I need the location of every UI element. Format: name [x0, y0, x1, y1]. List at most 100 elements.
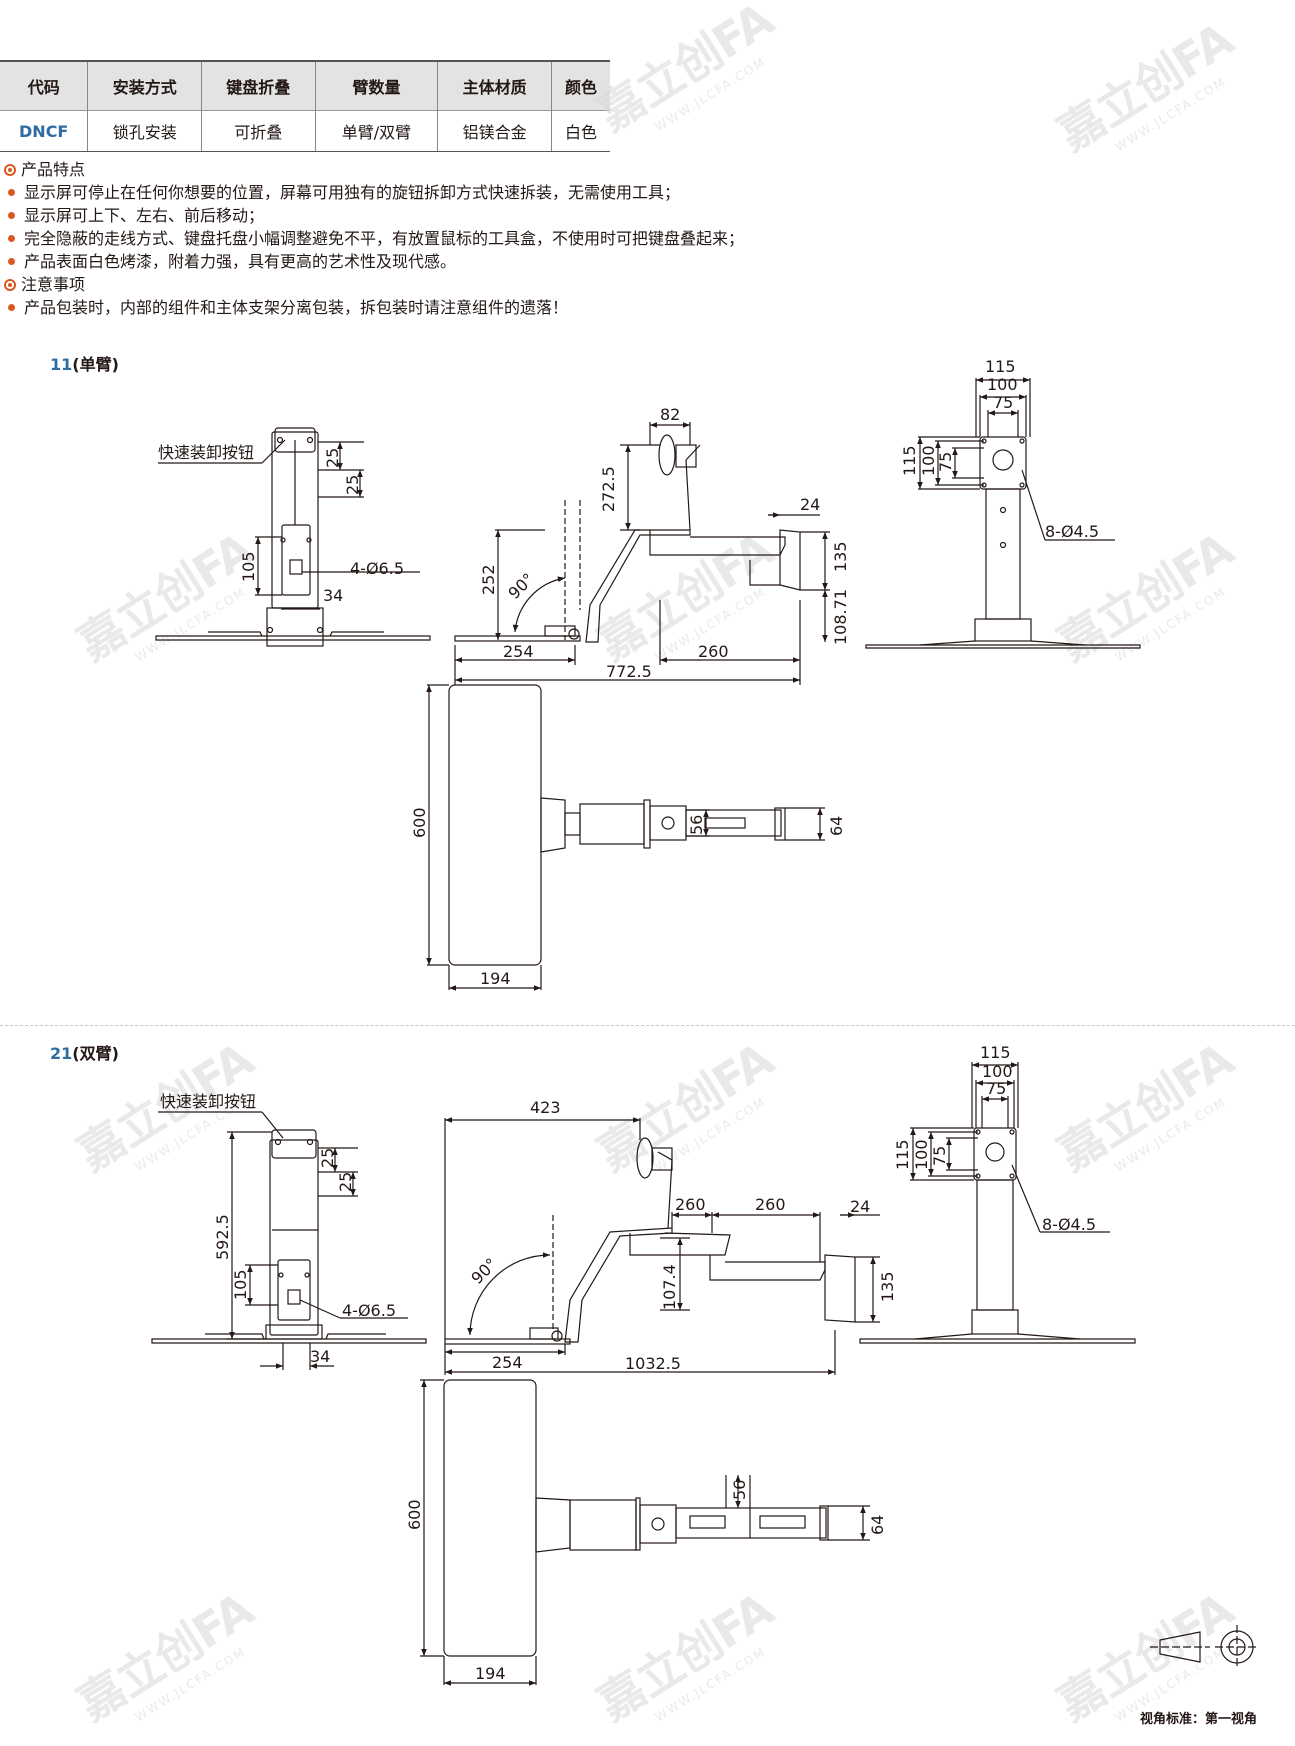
dim-115: 115 [985, 357, 1016, 376]
dim-75-vertical: 75 [930, 1146, 949, 1166]
dim-75: 75 [993, 393, 1013, 412]
dim-25: 25 [318, 1148, 337, 1168]
leader-line [299, 1299, 341, 1319]
dim-1032-5: 1032.5 [625, 1354, 681, 1373]
dim-100-vertical: 100 [919, 445, 938, 476]
dim-105: 105 [239, 551, 258, 582]
value-color: 白色 [550, 110, 610, 152]
features-block: 产品特点 显示屏可停止在任何你想要的位置，屏幕可用独有的旋钮拆卸方式快速拆装，无… [0, 158, 1000, 319]
dim-592-5: 592.5 [213, 1214, 232, 1260]
features-heading: 产品特点 [0, 158, 1000, 181]
value-material: 铝镁合金 [437, 110, 552, 152]
value-arms: 单臂/双臂 [314, 110, 438, 152]
dim-100-vertical: 100 [912, 1139, 931, 1170]
dim-194: 194 [475, 1664, 506, 1683]
dim-115-vertical: 115 [900, 445, 919, 476]
dim-107-4: 107.4 [660, 1264, 679, 1310]
feature-text: 显示屏可停止在任何你想要的位置，屏幕可用独有的旋钮拆卸方式快速拆装，无需使用工具… [24, 183, 681, 202]
dim-115: 115 [980, 1043, 1011, 1062]
section-marker-icon [4, 163, 16, 176]
header-color: 颜色 [550, 60, 610, 111]
section-label: (单臂) [72, 355, 119, 374]
header-install: 安装方式 [87, 60, 202, 111]
value-install: 锁孔安装 [87, 110, 202, 152]
feature-item: 显示屏可停止在任何你想要的位置，屏幕可用独有的旋钮拆卸方式快速拆装，无需使用工具… [0, 181, 1000, 204]
hole-callout: 8-Ø4.5 [1042, 1215, 1096, 1234]
dim-600: 600 [405, 1499, 424, 1530]
spec-value-row: DNCF 锁孔安装 可折叠 单臂/双臂 铝镁合金 白色 [0, 110, 610, 152]
dim-600: 600 [410, 807, 429, 838]
feature-text: 显示屏可上下、左右、前后移动； [24, 206, 265, 225]
first-angle-projection-icon [1150, 1625, 1259, 1669]
angle-90: 90° [467, 1254, 500, 1287]
dim-254: 254 [503, 642, 534, 661]
dim-100: 100 [987, 375, 1018, 394]
spec-header-row: 代码 安装方式 键盘折叠 臂数量 主体材质 颜色 [0, 60, 610, 111]
feature-item: 显示屏可上下、左右、前后移动； [0, 204, 1000, 227]
view-standard-label: 视角标准：第一视角 [1140, 1712, 1258, 1727]
dim-252: 252 [479, 564, 498, 595]
hole-callout: 4-Ø6.5 [342, 1301, 396, 1320]
dim-56: 56 [687, 815, 706, 835]
dim-272-5: 272.5 [599, 466, 618, 512]
dim-254: 254 [492, 1353, 523, 1372]
single-arm-dimension-labels: 快速装卸按钮 25 25 105 4-Ø6.5 34 82 272.5 252 … [158, 357, 1099, 988]
header-material: 主体材质 [437, 60, 552, 111]
bullet-icon [8, 304, 15, 311]
dim-64: 64 [868, 1515, 887, 1535]
dim-24: 24 [850, 1197, 870, 1216]
header-fold: 键盘折叠 [201, 60, 316, 111]
notice-text: 产品包装时，内部的组件和主体支架分离包装，拆包装时请注意组件的遗落！ [24, 298, 569, 317]
leader-line [261, 1111, 284, 1139]
feature-text: 产品表面白色烤漆，附着力强，具有更高的艺术性及现代感。 [24, 252, 457, 271]
dim-34: 34 [310, 1347, 330, 1366]
notice-heading: 注意事项 [0, 273, 1000, 296]
hole-callout: 8-Ø4.5 [1045, 522, 1099, 541]
section-number: 21 [50, 1044, 73, 1063]
button-callout-label: 快速装卸按钮 [160, 1092, 256, 1111]
section-marker-icon [4, 278, 16, 291]
leader-line [1021, 469, 1046, 541]
double-arm-front-view [151, 1129, 427, 1344]
single-arm-side-view [454, 434, 801, 643]
section-title-single-arm: 11(单臂) [50, 351, 119, 375]
dim-75-vertical: 75 [936, 452, 955, 472]
dim-82: 82 [660, 405, 680, 424]
value-fold: 可折叠 [201, 110, 316, 152]
double-arm-right-view [859, 1127, 1136, 1344]
dim-135: 135 [831, 541, 850, 572]
notice-item: 产品包装时，内部的组件和主体支架分离包装，拆包装时请注意组件的遗落！ [0, 296, 1000, 319]
dim-34: 34 [323, 586, 343, 605]
feature-item: 产品表面白色烤漆，附着力强，具有更高的艺术性及现代感。 [0, 250, 1000, 273]
dim-64: 64 [827, 816, 846, 836]
feature-text: 完全隐蔽的走线方式、键盘托盘小幅调整避免不平，有放置鼠标的工具盒，不使用时可把键… [24, 229, 745, 248]
section-label: (双臂) [72, 1044, 119, 1063]
dim-772-5: 772.5 [606, 662, 652, 681]
dim-260: 260 [755, 1195, 786, 1214]
dim-75: 75 [986, 1079, 1006, 1098]
bullet-icon [8, 189, 15, 196]
notice-title: 注意事项 [21, 275, 86, 294]
dim-100: 100 [982, 1062, 1013, 1081]
double-arm-dimension-labels: 快速装卸按钮 25 25 592.5 105 4-Ø6.5 34 423 90°… [160, 1043, 1096, 1683]
header-code: 代码 [0, 60, 88, 111]
dim-260: 260 [675, 1195, 706, 1214]
bullet-icon [8, 235, 15, 242]
bullet-icon [8, 212, 15, 219]
dim-105: 105 [231, 1269, 250, 1300]
section-title-double-arm: 21(双臂) [50, 1040, 119, 1064]
dim-108-71: 108.71 [831, 589, 850, 645]
dim-115-vertical: 115 [893, 1139, 912, 1170]
dim-25: 25 [343, 475, 362, 495]
dim-260: 260 [698, 642, 729, 661]
button-callout-label: 快速装卸按钮 [158, 443, 254, 462]
double-arm-top-view [443, 1379, 829, 1657]
leader-line [261, 439, 286, 464]
hole-callout: 4-Ø6.5 [350, 559, 404, 578]
features-title: 产品特点 [21, 160, 86, 179]
dim-25: 25 [336, 1172, 355, 1192]
bullet-icon [8, 258, 15, 265]
single-arm-top-view [448, 684, 786, 966]
section-number: 11 [50, 355, 73, 374]
